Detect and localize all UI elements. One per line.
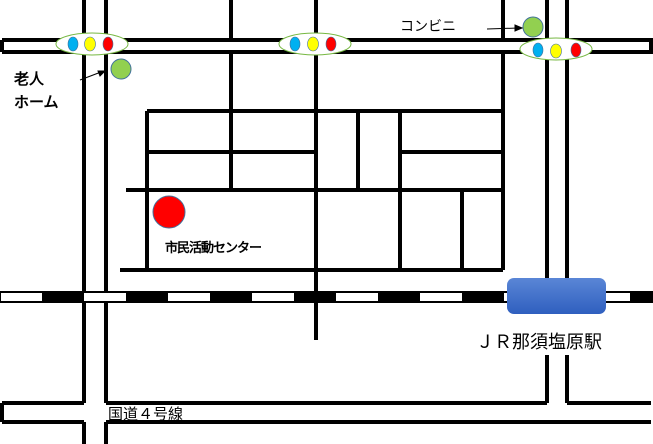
nursing-home-label-line2: ホーム: [14, 93, 59, 111]
station-label: ＪＲ那須塩原駅: [476, 332, 602, 353]
arrow-icon: [486, 24, 524, 32]
arrow-icon: [79, 70, 107, 81]
railway-segment: [42, 292, 84, 302]
station-building[interactable]: [507, 278, 606, 314]
railway-segment: [210, 292, 252, 302]
railway-segment: [630, 292, 653, 302]
railway-segment: [294, 292, 336, 302]
railway-segment: [378, 292, 420, 302]
nursing-home-label-line1: 老人: [14, 70, 45, 88]
traffic-signal-2: [278, 32, 352, 56]
nursing-home-marker[interactable]: [110, 58, 132, 80]
route4-label: 国道４号線: [108, 405, 184, 423]
civic-center-marker[interactable]: [152, 195, 186, 229]
nursing-home-label: 老人 ホーム: [14, 68, 59, 114]
civic-center-label: 市民活動センター: [165, 241, 262, 256]
railway-segment: [462, 292, 504, 302]
traffic-signal-3: [519, 37, 593, 61]
convenience-store-label: コンビニ: [400, 19, 456, 35]
traffic-signal-1: [55, 32, 129, 56]
convenience-store-marker[interactable]: [522, 16, 544, 38]
railway-segment: [126, 292, 168, 302]
